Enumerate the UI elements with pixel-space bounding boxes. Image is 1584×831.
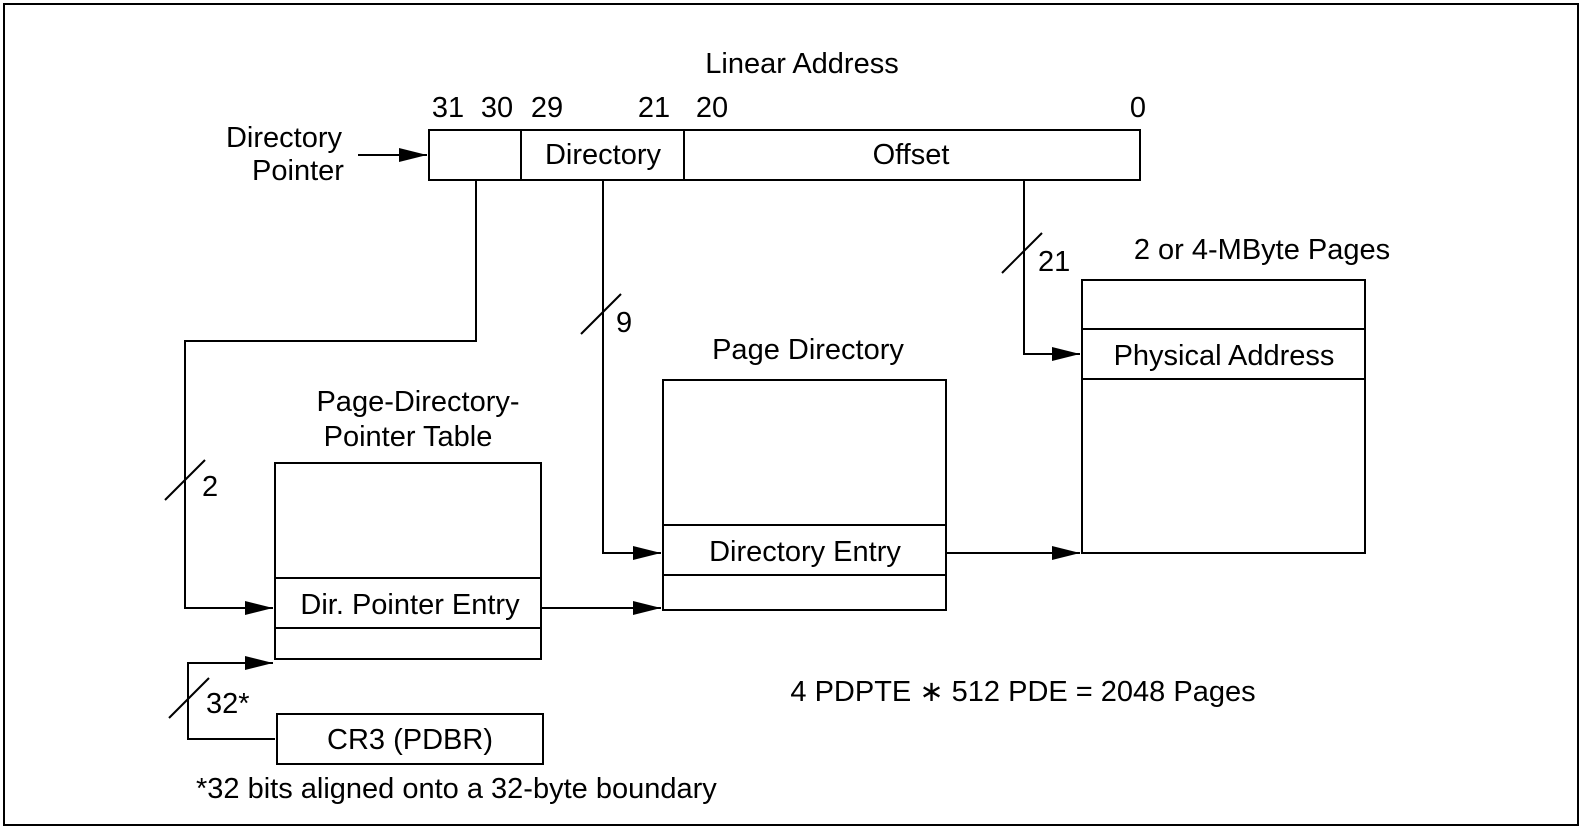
directory-path-arrow (602, 180, 661, 560)
pdpt-title-line2: Pointer Table (324, 421, 493, 453)
bit-0-label: 0 (1130, 92, 1146, 124)
page-directory-title: Page Directory (712, 334, 904, 366)
width-slash-21 (1001, 232, 1043, 274)
physical-address-label: Physical Address (1114, 340, 1335, 372)
cr3-path-arrow (187, 656, 275, 740)
width-label-9: 9 (616, 307, 632, 339)
pages-table (1081, 279, 1366, 554)
bit-31-label: 31 (432, 92, 464, 124)
outer-frame (3, 3, 1579, 826)
offset-path-arrow (1023, 180, 1080, 361)
directory-field-label: Directory (545, 139, 662, 171)
width-slash-9 (580, 293, 622, 335)
linear-address-title: Linear Address (705, 48, 898, 80)
directory-pointer-label-line2: Pointer (252, 155, 344, 187)
cr3-label: CR3 (PDBR) (327, 724, 493, 756)
page-directory-entry-label: Directory Entry (709, 536, 901, 568)
pdpt-title-line1: Page-Directory- (316, 386, 519, 418)
directory-pointer-label-line1: Directory (226, 122, 343, 154)
bit-30-label: 30 (481, 92, 513, 124)
pdpt-entry-label: Dir. Pointer Entry (300, 589, 520, 621)
dir-pointer-path-arrow (184, 180, 477, 615)
offset-field-label: Offset (873, 139, 950, 171)
width-label-32: 32* (206, 688, 250, 720)
page-count-equation: 4 PDPTE ∗ 512 PDE = 2048 Pages (790, 676, 1255, 708)
pdpt-table (274, 462, 542, 660)
cr3-register (276, 713, 544, 765)
width-label-21: 21 (1038, 246, 1070, 278)
width-slash-2 (164, 459, 206, 501)
footnote: *32 bits aligned onto a 32-byte boundary (196, 773, 717, 805)
bit-20-label: 20 (696, 92, 728, 124)
bit-29-label: 29 (531, 92, 563, 124)
width-slash-32 (168, 677, 210, 719)
bit-21-label: 21 (638, 92, 670, 124)
linear-address-register (428, 129, 1141, 181)
page-directory-table (662, 379, 947, 611)
width-label-2: 2 (202, 471, 218, 503)
pages-title: 2 or 4-MByte Pages (1134, 234, 1390, 266)
